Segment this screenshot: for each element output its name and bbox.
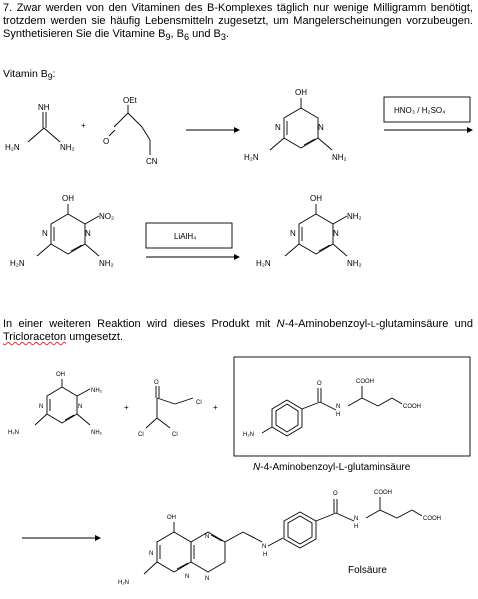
ethyl-cyanoacetate-structure: OEt O CN bbox=[103, 96, 158, 166]
svg-text:NH₂: NH₂ bbox=[91, 430, 103, 436]
svg-text:N: N bbox=[185, 574, 189, 580]
svg-text:N: N bbox=[42, 229, 48, 238]
nitration-reagent-box bbox=[383, 96, 471, 123]
label-cn: CN bbox=[146, 157, 158, 166]
svg-text:OH: OH bbox=[310, 194, 322, 203]
svg-text:Cl: Cl bbox=[172, 432, 178, 438]
intro-text-2: , B bbox=[170, 28, 184, 40]
label-nh2: NH₂ bbox=[60, 143, 75, 152]
svg-text:N: N bbox=[262, 544, 266, 550]
svg-text:OH: OH bbox=[62, 194, 74, 203]
guanidine-structure: NH H₂N NH₂ bbox=[5, 103, 75, 152]
svg-text:COOH: COOH bbox=[374, 490, 392, 496]
svg-text:H₂N: H₂N bbox=[118, 580, 129, 586]
svg-text:Cl: Cl bbox=[196, 400, 202, 406]
aminobenzoyl-glutamic-acid-structure: H₂N O N H COOH COOH bbox=[243, 379, 421, 438]
svg-text:Cl: Cl bbox=[138, 432, 144, 438]
nitration-reagent-label: HNO₃ / H₂SO₄ bbox=[394, 106, 445, 115]
svg-text:N: N bbox=[354, 516, 358, 522]
label-h2n: H₂N bbox=[5, 143, 20, 152]
folic-acid-structure: OH N N N N H₂N N H O N H COOH COOH bbox=[118, 490, 441, 586]
reduction-reagent-label: LiAlH₄ bbox=[174, 232, 196, 241]
reaction-paragraph: In einer weiteren Reaktion wird dieses P… bbox=[3, 318, 473, 343]
svg-text:N: N bbox=[149, 551, 153, 557]
reduction-reagent-box bbox=[145, 222, 233, 249]
svg-text:COOH: COOH bbox=[423, 516, 441, 522]
svg-text:NH₂: NH₂ bbox=[91, 388, 103, 394]
nitropyrimidine-structure: OH NO₂ N N H₂N NH₂ bbox=[10, 194, 114, 268]
trichloroacetone-word: Tricloraceton bbox=[3, 331, 67, 343]
plus-sign-1: + bbox=[81, 121, 86, 130]
intro-paragraph: 7. Zwar werden von den Vitaminen des B-K… bbox=[3, 2, 473, 44]
svg-text:NH₂: NH₂ bbox=[347, 259, 362, 268]
triaminopyrimidine-reactant: OH NH₂ N N H₂N NH₂ bbox=[8, 372, 103, 436]
label-o: O bbox=[103, 137, 109, 146]
label-oet: OEt bbox=[123, 96, 138, 105]
intro-text-end: . bbox=[226, 28, 230, 40]
triaminopyrimidine-structure: OH NH₂ N N H₂N NH₂ bbox=[256, 194, 362, 268]
svg-text:N: N bbox=[205, 534, 209, 540]
svg-text:O: O bbox=[154, 380, 159, 386]
svg-text:H₂N: H₂N bbox=[256, 259, 271, 268]
plus-sign-2: + bbox=[124, 403, 129, 412]
svg-text:OH: OH bbox=[295, 88, 307, 97]
svg-text:H₂N: H₂N bbox=[244, 153, 259, 162]
svg-text:O: O bbox=[333, 491, 338, 497]
svg-text:NH₂: NH₂ bbox=[347, 212, 362, 221]
svg-text:NH₂: NH₂ bbox=[99, 259, 114, 268]
svg-text:H₂N: H₂N bbox=[10, 259, 25, 268]
aminobenzoyl-glutamic-box bbox=[233, 356, 471, 457]
svg-text:H: H bbox=[336, 412, 340, 418]
svg-text:H₂N: H₂N bbox=[243, 432, 254, 438]
subscript-9: 9 bbox=[165, 32, 171, 43]
product-caption: Folsäure bbox=[348, 565, 387, 576]
trichloroacetone-structure: O Cl Cl Cl bbox=[138, 380, 202, 438]
vitamin-b9-heading: Vitamin B9: bbox=[3, 68, 56, 83]
subscript-3: 3 bbox=[220, 32, 226, 43]
svg-text:N: N bbox=[78, 404, 82, 410]
svg-text:COOH: COOH bbox=[356, 379, 374, 385]
label-no2: NO₂ bbox=[99, 212, 114, 221]
svg-text:COOH: COOH bbox=[403, 404, 421, 410]
svg-text:N: N bbox=[336, 404, 340, 410]
intro-text: 7. Zwar werden von den Vitaminen des B-K… bbox=[3, 2, 473, 40]
plus-sign-3: + bbox=[213, 403, 218, 412]
svg-text:H: H bbox=[354, 524, 358, 530]
svg-text:N: N bbox=[205, 576, 209, 582]
svg-text:OH: OH bbox=[167, 515, 176, 521]
svg-text:O: O bbox=[317, 381, 322, 387]
svg-text:N: N bbox=[85, 229, 91, 238]
diaminohydroxypyrimidine-structure: OH N N H₂N NH₂ bbox=[244, 88, 347, 162]
intro-text-3: und B bbox=[189, 28, 221, 40]
svg-text:N: N bbox=[318, 123, 324, 132]
svg-text:H₂N: H₂N bbox=[8, 430, 19, 436]
label-nh: NH bbox=[38, 103, 50, 112]
subscript-6: 6 bbox=[184, 32, 190, 43]
svg-text:N: N bbox=[290, 229, 296, 238]
svg-text:OH: OH bbox=[56, 372, 65, 378]
svg-text:N: N bbox=[333, 229, 339, 238]
svg-text:H: H bbox=[263, 552, 267, 558]
svg-text:N: N bbox=[275, 123, 281, 132]
svg-text:NH₂: NH₂ bbox=[332, 153, 347, 162]
box-caption: N-4-Aminobenzoyl-L-glutaminsäure bbox=[253, 462, 411, 473]
svg-text:N: N bbox=[39, 404, 43, 410]
